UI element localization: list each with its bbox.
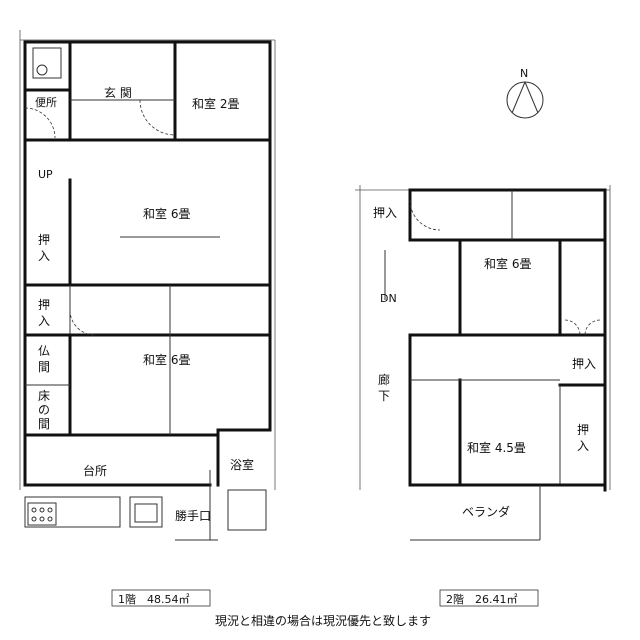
room-tokonoma-char3: 間 bbox=[38, 417, 50, 431]
stairs-up-label: UP bbox=[38, 168, 53, 181]
room2-veranda: ベランダ bbox=[462, 504, 510, 519]
room2-washitsu-6: 和室 6畳 bbox=[484, 256, 531, 271]
room-butsuma-char1: 仏 bbox=[38, 344, 50, 358]
floor1-area-box bbox=[111, 589, 211, 607]
floor2-area-label: 2階 26.41㎡ bbox=[446, 592, 518, 606]
room-tokonoma-char1: 床 bbox=[38, 389, 50, 403]
room-washitsu-6-lower: 和室 6畳 bbox=[143, 352, 190, 367]
room2-oshiire-right: 押入 bbox=[572, 357, 596, 371]
room-washitsu-2: 和室 2畳 bbox=[192, 96, 239, 111]
room2-oshiire-lower-char2: 入 bbox=[577, 439, 589, 453]
room-oshiire-1-char2: 入 bbox=[38, 249, 50, 263]
room-butsuma-char2: 間 bbox=[38, 360, 50, 374]
compass-icon bbox=[506, 81, 544, 119]
floor1-plan bbox=[19, 30, 276, 541]
room-back-door: 勝手口 bbox=[175, 508, 211, 523]
room2-corridor-char1: 廊 bbox=[378, 372, 390, 387]
room2-corridor-char2: 下 bbox=[378, 389, 390, 403]
room-tokonoma-char2: の bbox=[38, 403, 50, 417]
floor1-area-label: 1階 48.54㎡ bbox=[118, 592, 190, 606]
room2-oshiire-lower-char1: 押 bbox=[577, 423, 589, 437]
room-entrance: 玄 関 bbox=[104, 85, 132, 100]
room-bath: 浴室 bbox=[230, 457, 254, 472]
room-washitsu-6-upper: 和室 6畳 bbox=[143, 206, 190, 221]
room-oshiire-1-char1: 押 bbox=[38, 233, 50, 247]
room-kitchen: 台所 bbox=[83, 463, 107, 478]
room-toilet: 便所 bbox=[35, 96, 57, 109]
floor2-plan bbox=[355, 185, 611, 541]
room-oshiire-2-char1: 押 bbox=[38, 298, 50, 312]
footer-note: 現況と相違の場合は現況優先と致します bbox=[215, 613, 431, 628]
compass-north-label: N bbox=[520, 67, 528, 80]
room2-oshiire-top: 押入 bbox=[373, 206, 397, 220]
room2-washitsu-45: 和室 4.5畳 bbox=[467, 440, 526, 455]
stairs-down-label: DN bbox=[380, 292, 397, 305]
room-oshiire-2-char2: 入 bbox=[38, 314, 50, 328]
floor2-area-box bbox=[439, 589, 539, 607]
